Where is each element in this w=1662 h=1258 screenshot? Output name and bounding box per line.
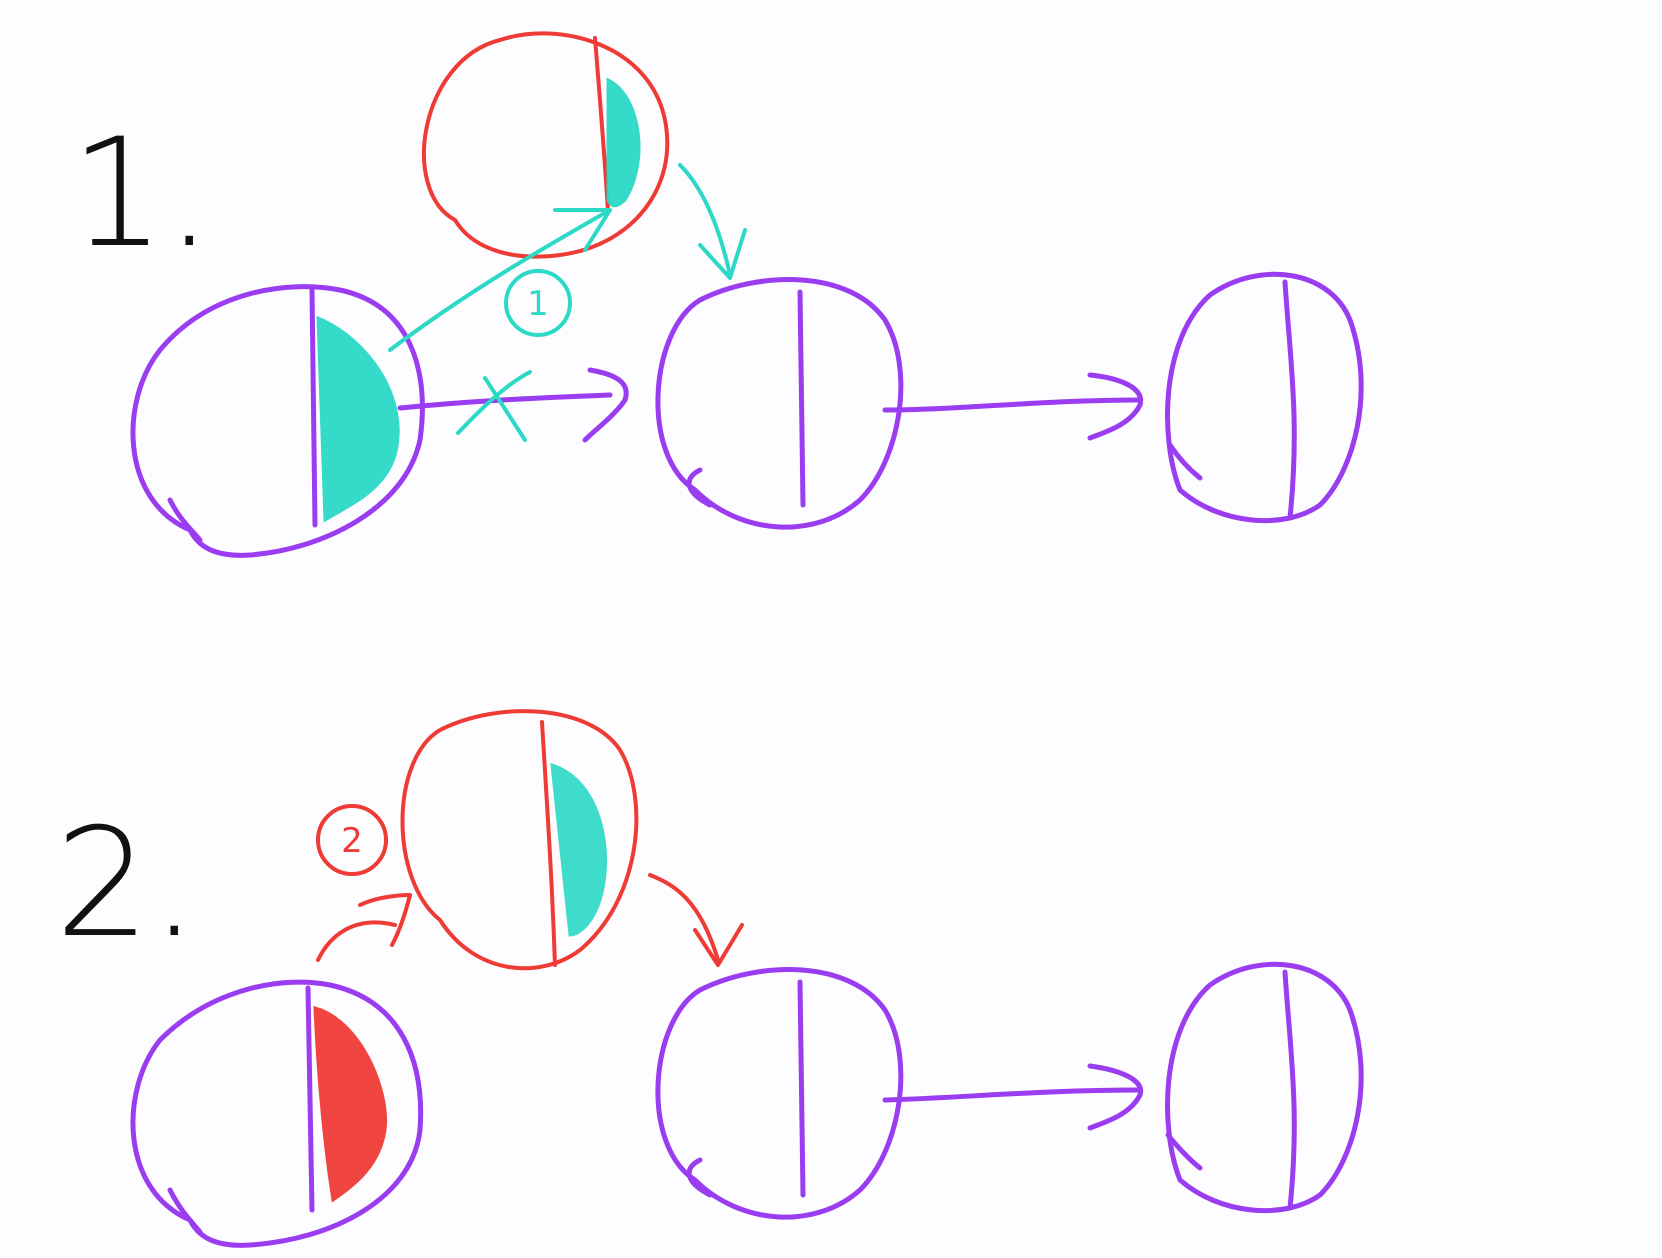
step-2-arrow-head-to-new xyxy=(316,920,397,962)
step-2-link-mid-to-tail-tip xyxy=(1087,1063,1144,1131)
step-1-cross-mark xyxy=(456,370,532,442)
step-1-head-node-tail xyxy=(167,497,203,543)
step-2-new-node xyxy=(400,709,639,971)
step-2-arrow-new-to-mid xyxy=(648,873,720,962)
step-1-middle-node-tail xyxy=(686,467,713,508)
step-2-tail-node-divider xyxy=(1282,969,1297,1211)
step-1-new-node-divider xyxy=(593,36,610,214)
step-1-old-link xyxy=(397,392,613,411)
step-1-tail-node-divider xyxy=(1282,279,1297,521)
step-2-middle-node-divider xyxy=(797,979,806,1198)
step-1-tail-node xyxy=(1165,271,1364,524)
step-1-middle-node xyxy=(655,277,904,530)
step-1-tail-node-tail xyxy=(1167,442,1203,481)
step-2-arrow-head-to-new-tip xyxy=(358,893,412,947)
step-1-tail-node-outline xyxy=(1165,271,1364,524)
step-2-head-node-pointer-fill xyxy=(313,1006,388,1203)
step-2-new-node-pointer-fill xyxy=(550,762,607,937)
step-2-middle-node-tail xyxy=(686,1157,713,1198)
step-2-new-node-divider xyxy=(540,720,557,967)
step-2-group: 2. 2 xyxy=(55,709,1364,1248)
step-1-arrow-new-to-mid-tip xyxy=(698,228,747,280)
step-1-head-node-outline xyxy=(130,284,425,558)
step-2-badge-number: 2 xyxy=(341,821,363,861)
step-2-badge-circle xyxy=(316,804,388,876)
step-1-middle-node-divider xyxy=(797,289,806,508)
step-2-tail-node-outline xyxy=(1165,961,1364,1214)
step-1-head-node-pointer-fill xyxy=(316,315,400,523)
step-1-arrow-head-to-new xyxy=(388,208,612,352)
step-1-head-node-divider xyxy=(309,287,318,528)
step-2-head-node-tail xyxy=(167,1187,203,1235)
step-2-tail-node-tail xyxy=(1165,1132,1203,1171)
step-2-head-node xyxy=(130,979,424,1248)
step-1-new-node-pointer-fill xyxy=(606,77,641,208)
step-1-head-node xyxy=(130,284,425,558)
step-2-tail-node xyxy=(1165,961,1364,1214)
step-2-new-node-outline xyxy=(400,709,639,971)
step-2-head-node-outline xyxy=(130,979,424,1248)
step-1-badge-circle xyxy=(504,269,572,337)
step-2-middle-node-outline xyxy=(655,967,904,1220)
step-1-old-link-tip xyxy=(582,367,629,443)
step-2-head-node-divider xyxy=(305,985,315,1213)
step-1-middle-node-outline xyxy=(655,277,904,530)
step-2-middle-node xyxy=(655,967,904,1220)
step-1-arrow-new-to-mid xyxy=(678,163,732,277)
step-1-link-mid-to-tail-tip xyxy=(1087,372,1144,441)
step-1-badge-number: 1 xyxy=(527,284,549,324)
step-2-link-mid-to-tail xyxy=(882,1087,1143,1103)
step-1-link-mid-to-tail xyxy=(882,397,1143,413)
step-1-new-node-outline xyxy=(422,31,670,259)
step-1-arrow-head-to-new-tip xyxy=(553,208,612,252)
step-1-group: 1. 1 xyxy=(70,31,1364,558)
step-1-label: 1. xyxy=(70,107,213,281)
step-2-arrow-new-to-mid-tip xyxy=(693,923,744,967)
step-1-new-node xyxy=(422,31,670,259)
step-2-label: 2. xyxy=(55,797,198,971)
